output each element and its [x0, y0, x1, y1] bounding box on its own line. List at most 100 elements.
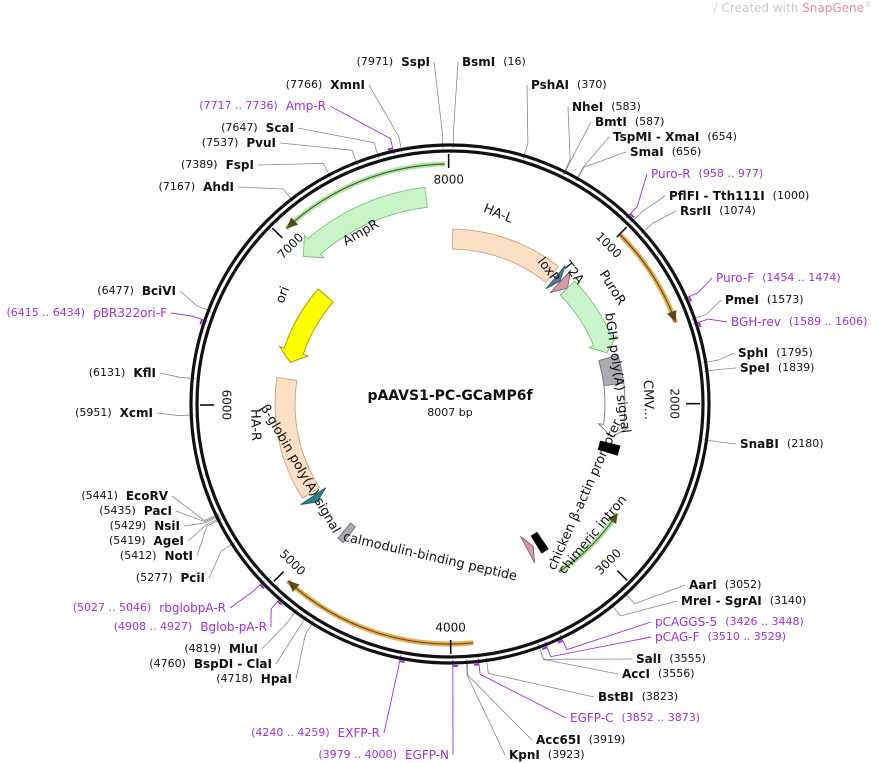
- enzyme-nhei[interactable]: NheI(583): [572, 100, 641, 114]
- primer-bgh-rev[interactable]: BGH-rev(1589 .. 1606): [731, 315, 867, 329]
- primer-exfp-r[interactable]: (4240 .. 4259)EXFP-R: [251, 726, 380, 740]
- leader-line: [485, 657, 595, 698]
- enzyme-xmni[interactable]: (7766)XmnI: [286, 78, 365, 92]
- tick-label: 2000: [667, 388, 681, 419]
- leader-line: [703, 367, 737, 372]
- enzyme-sspi[interactable]: (7971)SspI: [357, 55, 430, 69]
- feature-puror[interactable]: [559, 280, 618, 354]
- enzyme-mlui[interactable]: (4819)MluI: [184, 642, 258, 656]
- enzyme-nsii[interactable]: (5429)NsiI: [110, 519, 180, 533]
- enzyme-bstbi[interactable]: BstBI(3823): [598, 690, 678, 704]
- enzyme-smai[interactable]: SmaI(656): [630, 145, 701, 159]
- primer-site-mark: [557, 639, 564, 644]
- tick-1000: [616, 226, 628, 238]
- primer-pbr322ori-f[interactable]: (6415 .. 6434)pBR322ori-F: [7, 306, 168, 320]
- primer-amp-r[interactable]: (7717 .. 7736)Amp-R: [199, 99, 326, 113]
- feature--globin-poly-a-signal[interactable]: [300, 487, 326, 505]
- leader-line: [640, 210, 677, 234]
- primer-site-mark: [259, 583, 265, 589]
- leader-line: [562, 106, 571, 175]
- enzyme-sali[interactable]: SalI(3555): [636, 652, 706, 666]
- enzyme-pmei[interactable]: PmeI(1573): [725, 293, 803, 307]
- feature-loxp[interactable]: [545, 265, 566, 290]
- feature-ori[interactable]: [278, 288, 334, 363]
- primer-site-mark: [387, 147, 393, 151]
- leader-line: [156, 412, 195, 416]
- feature-cmv-enhancer[interactable]: [597, 382, 630, 438]
- tick-label: 4000: [435, 620, 466, 634]
- enzyme-aari[interactable]: AarI(3052): [689, 578, 761, 592]
- primer-puro-f[interactable]: Puro-F(1454 .. 1474): [716, 271, 841, 285]
- tick-5000: [273, 570, 285, 582]
- intron-arc-arrowhead: [607, 513, 618, 524]
- enzyme-xcmi[interactable]: (5951)XcmI: [75, 406, 153, 420]
- enzyme-agei[interactable]: (5419)AgeI: [109, 534, 184, 548]
- puro-arc-arrowhead: [666, 310, 677, 323]
- feature-t2a[interactable]: [549, 268, 572, 294]
- enzyme-tspmi-xmai[interactable]: TspMI - XmaI(654): [613, 130, 737, 144]
- enzyme-scai[interactable]: (7647)ScaI: [221, 121, 294, 135]
- leader-line: [179, 290, 212, 312]
- leader-line: [683, 277, 713, 300]
- amp-arc: [285, 163, 445, 229]
- feature-ampr[interactable]: [302, 186, 428, 259]
- leader-line: [175, 510, 220, 523]
- primer-pcaggs-5[interactable]: pCAGGS-5(3426 .. 3448): [655, 615, 804, 629]
- feature-chimeric-intron[interactable]: [530, 531, 549, 554]
- enzyme-sphi[interactable]: SphI(1795): [738, 346, 813, 360]
- plasmid-size: 8007 bp: [427, 406, 472, 419]
- leader-line: [575, 151, 627, 182]
- primer-site-mark: [541, 646, 548, 651]
- feature-label: β-globin poly(A) signal: [257, 402, 343, 536]
- snapgene-brand: SnapGene: [802, 1, 864, 15]
- leader-line: [433, 61, 444, 149]
- enzyme-pcii[interactable]: (5277)PciI: [136, 571, 205, 585]
- enzyme-kfli[interactable]: (6131)KflI: [89, 366, 156, 380]
- enzyme-snabi[interactable]: SnaBI(2180): [740, 437, 823, 451]
- feature-label: calmodulin-binding peptide: [342, 530, 519, 585]
- leader-line: [537, 644, 633, 660]
- enzyme-kpni[interactable]: KpnI(3923): [509, 748, 584, 762]
- enzyme-acci[interactable]: AccI(3556): [622, 667, 695, 681]
- enzyme-pflfi-tth111i[interactable]: PflFI - Tth111I(1000): [669, 189, 809, 203]
- enzyme-pshai[interactable]: PshAI(370): [531, 78, 607, 92]
- enzyme-acc65i[interactable]: Acc65I(3919): [536, 733, 625, 747]
- enzyme-bspdi-clai[interactable]: (4760)BspDI - ClaI: [149, 657, 272, 671]
- enzyme-ecorv[interactable]: (5441)EcoRV: [81, 489, 168, 503]
- enzyme-spei[interactable]: SpeI(1839): [740, 361, 814, 375]
- enzyme-ahdi[interactable]: (7167)AhdI: [159, 180, 234, 194]
- cbp-arc-arrowhead: [287, 580, 300, 592]
- enzyme-paci[interactable]: (5435)PacI: [99, 504, 172, 518]
- enzyme-rsrii[interactable]: RsrII(1074): [680, 204, 756, 218]
- primer-pcag-f[interactable]: pCAG-F(3510 .. 3529): [655, 630, 786, 644]
- enzyme-hpai[interactable]: (4718)HpaI: [216, 672, 292, 686]
- primer-rbglobpa-r[interactable]: (5027 .. 5046)rbglobpA-R: [73, 601, 226, 615]
- primer-site-mark: [629, 213, 635, 219]
- leader-line: [691, 299, 722, 320]
- feature-ha-r[interactable]: [274, 376, 321, 499]
- enzyme-bsmi[interactable]: BsmI(16): [462, 55, 526, 69]
- enzyme-fspi[interactable]: (7389)FspI: [181, 158, 254, 172]
- feature-ha-l[interactable]: [451, 228, 559, 283]
- feature-label: PuroR: [596, 268, 629, 308]
- amp-arc-arrowhead: [286, 217, 299, 229]
- feature-chicken-actin-promoter[interactable]: [597, 440, 621, 456]
- enzyme-mrei-sgrai[interactable]: MreI - SgrAI(3140): [681, 594, 806, 608]
- leader-line: [477, 658, 567, 719]
- feature-seg-3330[interactable]: [520, 536, 536, 564]
- leader-line: [275, 615, 308, 665]
- feature-calmodulin-binding-peptide[interactable]: [337, 522, 357, 544]
- highlight-arcs: [284, 161, 679, 647]
- enzyme-noti[interactable]: (5412)NotI: [120, 549, 193, 563]
- leader-line: [522, 84, 529, 159]
- registered-mark: ®: [864, 0, 872, 9]
- primer-site-mark: [399, 660, 405, 664]
- leader-line: [625, 173, 648, 219]
- enzyme-bmti[interactable]: BmtI(587): [595, 115, 664, 129]
- primer-egfp-n[interactable]: (3979 .. 4000)EGFP-N: [318, 748, 449, 762]
- primer-bglob-pa-r[interactable]: (4908 .. 4927)Bglob-pA-R: [114, 620, 267, 634]
- primer-egfp-c[interactable]: EGFP-C(3852 .. 3873): [570, 711, 700, 725]
- enzyme-bcivi[interactable]: (6477)BciVI: [97, 284, 176, 298]
- enzyme-pvui[interactable]: (7537)PvuI: [202, 136, 276, 150]
- primer-puro-r[interactable]: Puro-R(958 .. 977): [651, 167, 763, 181]
